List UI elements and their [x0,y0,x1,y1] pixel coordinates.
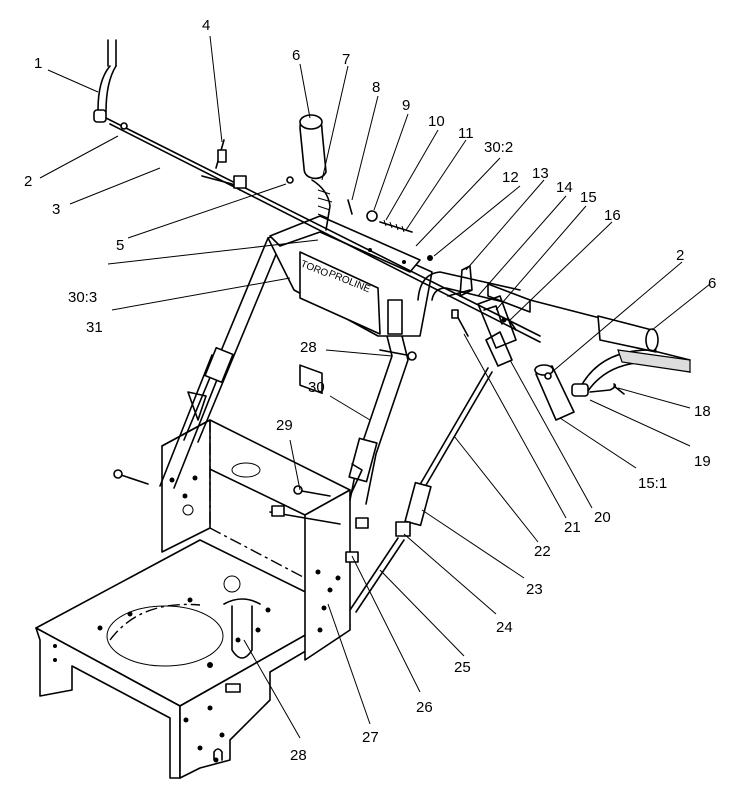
callout-20: 20 [594,509,611,526]
callout-6-right: 6 [708,275,716,292]
callout-30-2: 30:2 [484,139,513,156]
callout-25: 25 [454,659,471,676]
callout-7: 7 [342,51,350,68]
console-panel: TORO PROLINE [267,215,433,395]
callout-14: 14 [556,179,573,196]
callout-24: 24 [496,619,513,636]
callout-28-lower: 28 [290,747,307,764]
callout-29: 29 [276,417,293,434]
callout-28-upper: 28 [300,339,317,356]
callout-30: 30 [308,379,325,396]
right-bail-lever [571,349,691,397]
leader-lines [39,35,711,739]
callout-15: 15 [580,189,597,206]
grip-15-1 [534,364,575,421]
shift-lever [477,295,517,367]
callout-21: 21 [564,519,581,536]
u-bolt [223,598,261,659]
pin-part-21 [451,309,469,337]
handle-left-tube [159,237,283,489]
pin-part-18 [613,385,625,395]
callout-8: 8 [372,79,380,96]
part-12-dot [427,255,433,261]
callout-19: 19 [694,453,711,470]
callout-2: 2 [24,173,32,190]
callout-13: 13 [532,165,549,182]
drive-rod [349,367,493,613]
callout-9: 9 [402,97,410,114]
grip-left [299,114,327,180]
callout-23: 23 [526,581,543,598]
callout-5: 5 [116,237,124,254]
callout-2-right: 2 [676,247,684,264]
callout-18: 18 [694,403,711,420]
rear-bracket [113,419,369,661]
clip-part-4 [201,139,247,191]
pin-part-5 [286,176,294,184]
bolt-part-28 [379,349,417,361]
callout-4: 4 [202,17,210,34]
callout-31: 31 [86,319,103,336]
hardware-8-11 [347,199,413,233]
bracket-part-13 [447,265,473,297]
spring-part-7 [311,179,333,231]
pin-part-16 [507,317,517,331]
callout-6: 6 [292,47,300,64]
callout-3: 3 [52,201,60,218]
washer-part-2 [544,372,552,380]
callout-16: 16 [604,207,621,224]
callout-26: 26 [416,699,433,716]
callout-12: 12 [502,169,519,186]
left-bail-lever [93,39,117,123]
callout-22: 22 [534,543,551,560]
callout-labels: 1 2 3 4 5 6 7 8 9 10 11 30:2 12 13 14 15… [24,17,716,764]
mower-deck [35,539,351,779]
control-rod [105,117,541,343]
callout-27: 27 [362,729,379,746]
callout-10: 10 [428,113,445,130]
callout-1: 1 [34,55,42,72]
callout-15-1: 15:1 [638,475,667,492]
callout-11: 11 [458,125,474,142]
callout-30-3: 30:3 [68,289,97,306]
